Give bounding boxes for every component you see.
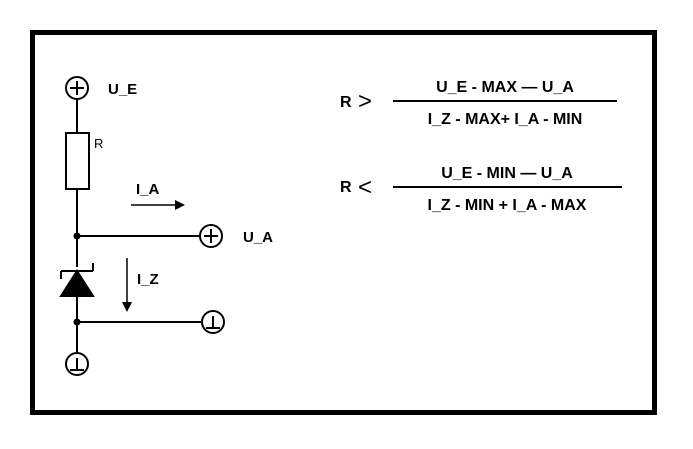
resistor-label: R [94,136,103,151]
formula-1-lhs: R [340,94,352,111]
current-load-label: I_A [136,181,160,198]
input-terminal-label: U_E [108,81,137,98]
formula-2-numerator: U_E - MIN — U_A [441,165,573,182]
input-terminal-plus-icon [65,76,89,100]
ground-terminal-bottom-icon [65,352,89,376]
formula-1-relation: > [358,88,372,115]
current-load-arrow-icon [131,200,185,210]
formula-1-numerator: U_E - MAX — U_A [436,79,574,96]
zener-diode-symbol [59,263,95,297]
output-terminal-plus-icon [199,224,223,248]
output-terminal-label: U_A [243,229,273,246]
current-zener-label: I_Z [137,271,159,288]
formula-2-denominator: I_Z - MIN + I_A - MAX [428,197,587,214]
formula-2-lhs: R [340,179,352,196]
ground-terminal-right-icon [201,310,225,334]
diagram-frame [30,30,657,415]
junction-dot-output [73,232,81,240]
current-zener-arrow-icon [122,258,132,312]
junction-dot-ground [73,318,81,326]
resistor-symbol [65,132,90,190]
formula-1-denominator: I_Z - MAX+ I_A - MIN [428,111,583,128]
formula-2-relation: < [358,174,372,201]
